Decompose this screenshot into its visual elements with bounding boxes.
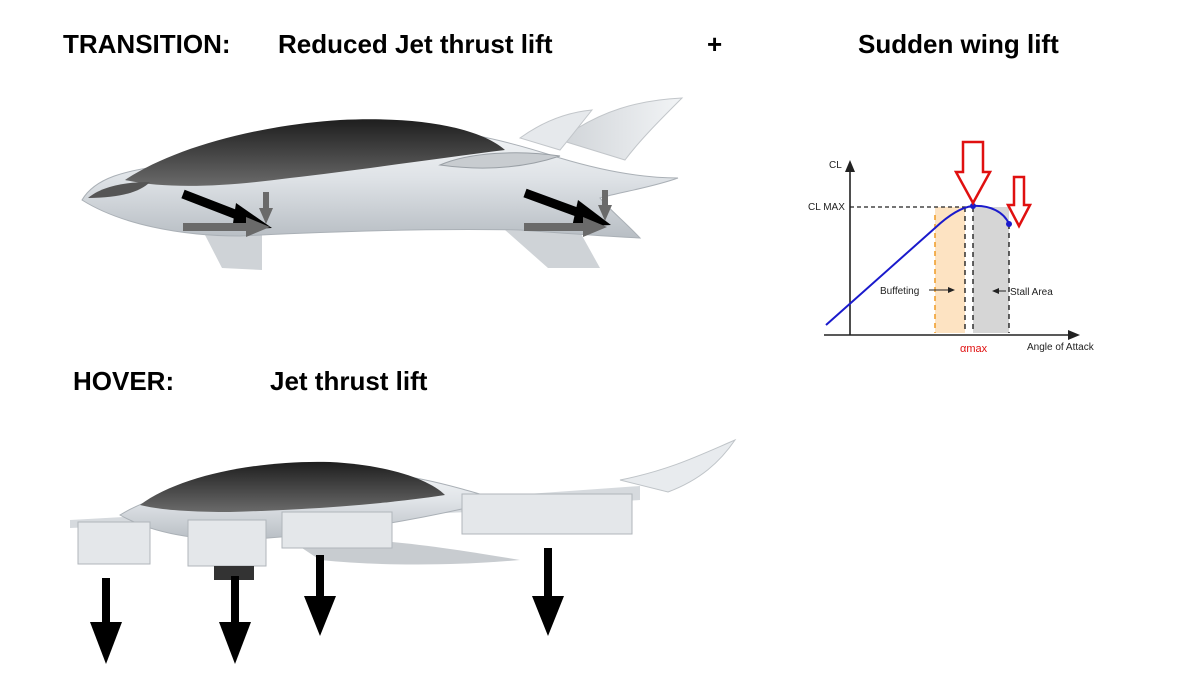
stall-area-label: Stall Area bbox=[1010, 287, 1053, 298]
engine-pod bbox=[438, 152, 561, 169]
thrust-panel bbox=[77, 521, 151, 565]
x-axis-label: Angle of Attack bbox=[1027, 342, 1095, 353]
reduced-jet-thrust-label: Reduced Jet thrust lift bbox=[278, 29, 553, 59]
stall-region bbox=[973, 207, 1009, 333]
alpha-max-label: αmax bbox=[960, 343, 988, 355]
hover-aircraft bbox=[70, 438, 737, 664]
rear-thrust-arrows bbox=[523, 188, 612, 237]
stall-pointer-head bbox=[992, 288, 999, 294]
ventral-fin bbox=[205, 232, 262, 270]
downward-thrust-arrows bbox=[90, 548, 564, 664]
plus-sign: + bbox=[707, 29, 723, 59]
stall-point bbox=[1006, 221, 1012, 227]
sudden-wing-lift-label: Sudden wing lift bbox=[858, 29, 1059, 59]
y-axis-label: CL bbox=[829, 160, 842, 171]
cl-max-point bbox=[970, 203, 976, 209]
landing-gear bbox=[214, 566, 254, 580]
thrust-panel bbox=[281, 511, 393, 549]
x-axis-arrow bbox=[1068, 330, 1080, 340]
transition-aircraft bbox=[81, 97, 684, 270]
stall-red-arrow bbox=[1005, 175, 1033, 229]
cl-max-red-arrow bbox=[953, 140, 993, 206]
jet-thrust-lift-label: Jet thrust lift bbox=[270, 366, 428, 396]
ventral-fin bbox=[505, 230, 600, 268]
nose-intake bbox=[88, 182, 150, 198]
buffeting-label: Buffeting bbox=[880, 286, 919, 297]
hover-label: HOVER: bbox=[73, 366, 175, 396]
cl-max-label: CL MAX bbox=[808, 202, 845, 213]
buffeting-region bbox=[935, 207, 965, 333]
canopy bbox=[140, 461, 445, 512]
front-thrust-arrows bbox=[181, 189, 273, 237]
tail-fin bbox=[518, 109, 594, 151]
thrust-panel bbox=[461, 493, 633, 535]
buffeting-pointer-head bbox=[948, 287, 955, 293]
y-axis-arrow bbox=[845, 160, 855, 172]
transition-label: TRANSITION: bbox=[63, 29, 231, 59]
wing-tip bbox=[619, 438, 737, 493]
tail-fin bbox=[558, 97, 684, 161]
canopy bbox=[125, 119, 505, 186]
